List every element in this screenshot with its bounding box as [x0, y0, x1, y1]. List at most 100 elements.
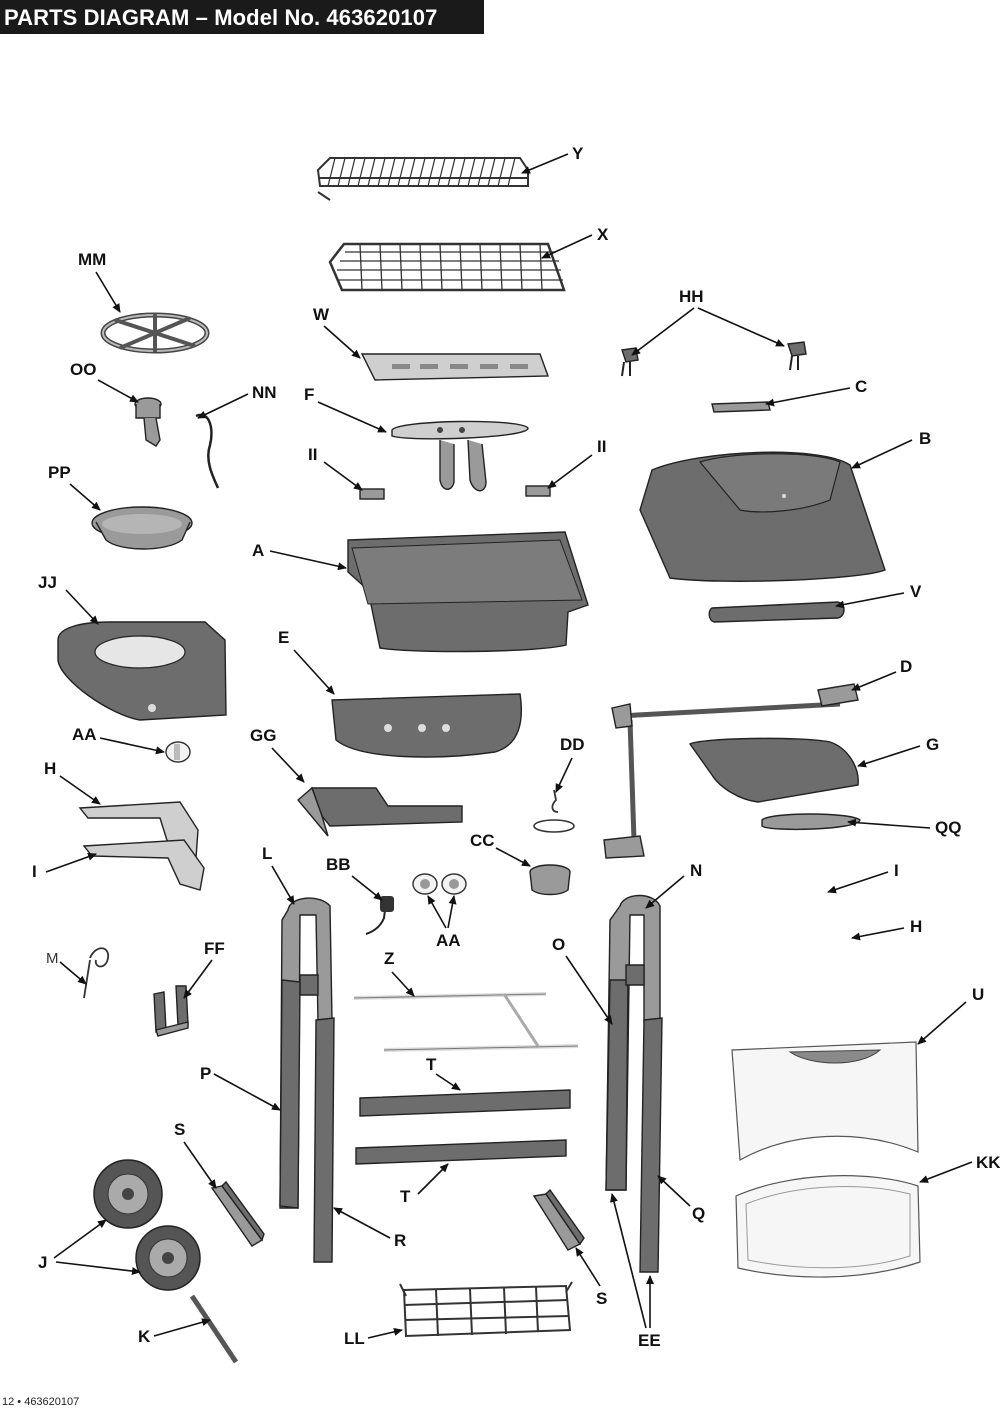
- label-I-left: I: [32, 862, 37, 881]
- page-footer: 12 • 463620107: [2, 1396, 80, 1408]
- callout-Q: Q: [657, 1175, 705, 1223]
- label-H-left: H: [44, 759, 56, 778]
- control-panel-part: [331, 693, 523, 758]
- hook-part: [533, 789, 575, 833]
- label-OO: OO: [70, 360, 96, 379]
- label-M: M: [46, 950, 59, 967]
- label-U: U: [972, 985, 984, 1004]
- callout-MM: MM: [78, 250, 121, 313]
- bottom-rail-wire-part: [353, 992, 579, 1052]
- callout-S-left: S: [174, 1120, 217, 1189]
- label-I-right: I: [894, 861, 899, 880]
- label-LL: LL: [344, 1329, 365, 1348]
- label-II-right: II: [597, 437, 606, 456]
- leg-cap-left-part: [210, 1180, 265, 1247]
- callout-GG: GG: [250, 726, 305, 783]
- firebox-part: [347, 531, 589, 653]
- callout-K: K: [138, 1318, 211, 1346]
- callout-R: R: [333, 1207, 406, 1250]
- title-bar: PARTS DIAGRAM – Model No. 463620107: [0, 0, 484, 34]
- callout-QQ: QQ: [847, 818, 961, 837]
- leg-cap-right-part: [532, 1188, 585, 1251]
- callout-O: O: [552, 935, 613, 1025]
- callout-KK: KK: [919, 1153, 1000, 1183]
- callout-W: W: [313, 305, 361, 359]
- label-BB: BB: [326, 855, 351, 874]
- heat-plate-part: [360, 353, 549, 381]
- callout-E: E: [278, 628, 335, 695]
- label-HH: HH: [679, 287, 704, 306]
- cross-panels-part: [355, 1089, 571, 1165]
- callout-HH: HH: [631, 287, 785, 356]
- callout-J: J: [38, 1219, 141, 1276]
- label-AA-mid: AA: [436, 931, 461, 950]
- callout-H-right: H: [851, 917, 922, 941]
- label-B: B: [919, 429, 931, 448]
- label-F: F: [304, 385, 314, 404]
- label-W: W: [313, 305, 330, 324]
- callout-M: M: [46, 950, 87, 985]
- storage-basket-part: [399, 1281, 573, 1338]
- ignitor-bracket-part: [711, 401, 771, 413]
- hinge-parts: [621, 341, 807, 377]
- heat-shield-part: [297, 786, 463, 837]
- label-N: N: [690, 861, 702, 880]
- shelf-bracket-left-parts: [78, 801, 205, 891]
- side-burner-grate-part: [100, 312, 210, 354]
- callout-C: C: [765, 377, 867, 407]
- gas-manifold-part: [603, 683, 859, 859]
- burner-bowl-part: [91, 506, 193, 550]
- wheels-part: [93, 1159, 201, 1291]
- label-S-left: S: [174, 1120, 185, 1139]
- callout-II-left: II: [308, 445, 363, 491]
- label-DD: DD: [560, 735, 585, 754]
- callout-DD: DD: [555, 735, 585, 793]
- burner-part: [391, 420, 529, 492]
- control-knob-part: [165, 741, 191, 763]
- callout-Z: Z: [384, 949, 415, 997]
- label-FF: FF: [204, 939, 225, 958]
- label-AA-left: AA: [72, 725, 97, 744]
- callout-U: U: [917, 985, 984, 1045]
- callout-X: X: [541, 225, 609, 259]
- label-V: V: [910, 582, 922, 601]
- right-legs-part: [605, 894, 663, 1273]
- callout-Y: Y: [521, 144, 584, 174]
- label-PP: PP: [48, 463, 71, 482]
- callout-JJ: JJ: [38, 573, 99, 625]
- bracket-right-part: [525, 485, 551, 497]
- knob-bar-part: [761, 813, 861, 831]
- label-R: R: [394, 1231, 406, 1250]
- label-Z: Z: [384, 949, 394, 968]
- door-panel-bottom-part: [735, 1175, 921, 1278]
- callout-I-right: I: [827, 861, 899, 894]
- handle-part: [708, 601, 845, 623]
- label-O: O: [552, 935, 565, 954]
- callout-A: A: [252, 541, 347, 571]
- label-KK: KK: [976, 1153, 1000, 1172]
- label-G: G: [926, 735, 939, 754]
- label-S-right: S: [596, 1289, 607, 1308]
- grease-cup-part: [529, 864, 571, 896]
- label-J: J: [38, 1253, 47, 1272]
- label-II-left: II: [308, 445, 317, 464]
- label-D: D: [900, 657, 912, 676]
- door-panel-top-part: [731, 1041, 919, 1161]
- label-X: X: [597, 225, 609, 244]
- label-P: P: [200, 1064, 211, 1083]
- label-A: A: [252, 541, 264, 560]
- callout-NN: NN: [197, 383, 277, 419]
- warming-rack-part: [316, 157, 529, 201]
- callout-CC: CC: [470, 831, 531, 867]
- callout-BB: BB: [326, 855, 383, 901]
- callout-FF: FF: [183, 939, 225, 999]
- label-GG: GG: [250, 726, 276, 745]
- ignitor-wire-part: [195, 413, 220, 489]
- pin-part: [83, 947, 109, 999]
- side-shelf-part: [688, 737, 859, 803]
- callout-LL: LL: [344, 1327, 403, 1348]
- callout-D: D: [851, 657, 912, 691]
- bracket-left-part: [359, 488, 385, 500]
- label-T-top: T: [426, 1055, 437, 1074]
